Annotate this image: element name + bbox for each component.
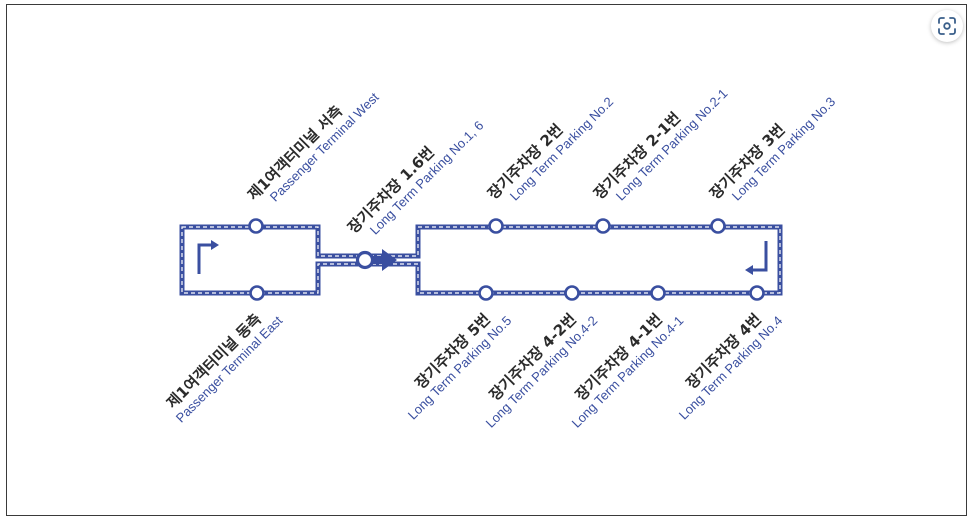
stop-label-lt-5: 장기주차장 5번 Long Term Parking No.5	[405, 310, 515, 422]
stop-label-lt-3: 장기주차장 3번 Long Term Parking No.3	[706, 94, 839, 204]
stop-marker-lt-4-1[interactable]	[650, 285, 666, 301]
stop-marker-lt-4-2[interactable]	[564, 285, 580, 301]
stop-marker-lt-5[interactable]	[478, 285, 494, 301]
stop-name-kr: 제1여객터미널 동측	[163, 310, 265, 412]
diagram-frame	[6, 4, 967, 516]
stop-label-t1-west: 제1여객터미널 서측 Passenger Terminal West	[244, 89, 382, 204]
arrow-right-icon	[372, 249, 397, 271]
stop-name-en: Passenger Terminal West	[267, 89, 382, 204]
stop-marker-lt-1-6[interactable]	[355, 250, 375, 270]
turn-arrow-icon	[197, 240, 219, 274]
stop-name-en: Long Term Parking No.4	[676, 313, 786, 423]
stop-name-en: Passenger Terminal East	[173, 313, 286, 426]
scan-icon	[938, 17, 956, 35]
stop-marker-t1-west[interactable]	[248, 218, 264, 234]
stop-name-en: Long Term Parking No.3	[729, 94, 839, 204]
route-road	[179, 224, 783, 296]
stop-marker-lt-4[interactable]	[749, 285, 765, 301]
scan-button[interactable]	[931, 10, 963, 42]
stop-marker-lt-3[interactable]	[710, 218, 726, 234]
stop-marker-lt-2-1[interactable]	[595, 218, 611, 234]
stop-marker-lt-2[interactable]	[488, 218, 504, 234]
stop-name-kr: 제1여객터미널 서측	[244, 102, 346, 204]
stop-marker-t1-east[interactable]	[249, 285, 265, 301]
stop-label-lt-4: 장기주차장 4번 Long Term Parking No.4	[676, 310, 786, 423]
stop-label-t1-east: 제1여객터미널 동측 Passenger Terminal East	[163, 310, 286, 426]
stop-name-en: Long Term Parking No.1, 6	[367, 118, 487, 238]
turn-arrow-icon	[745, 241, 768, 275]
